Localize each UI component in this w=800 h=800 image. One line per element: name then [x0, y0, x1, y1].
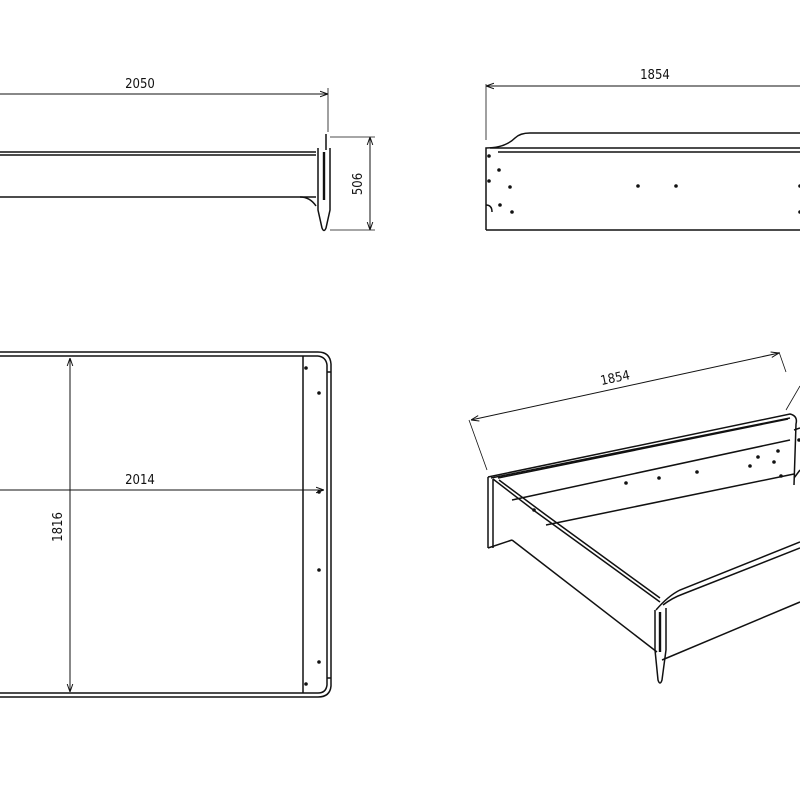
top-length-dimension: 2014 — [0, 473, 324, 490]
side-headboard-leg — [317, 134, 331, 232]
side-length-dimension: 2050 — [0, 77, 329, 132]
side-view: 2050 506 — [0, 77, 375, 232]
top-dowel-holes — [304, 366, 321, 686]
front-view: 1854 — [485, 68, 800, 231]
iso-side-panels — [487, 477, 800, 661]
iso-view: 1854 — [468, 352, 800, 684]
side-rail — [0, 151, 317, 207]
iso-dowel-holes — [532, 438, 800, 512]
front-dowel-holes — [487, 154, 800, 214]
top-frame — [0, 351, 332, 698]
top-view: 2014 1816 — [0, 351, 332, 698]
top-width-dimension: 1816 — [51, 358, 70, 692]
iso-width-dimension: 1854 — [468, 352, 800, 471]
iso-head-panel — [487, 413, 800, 526]
top-length-label: 2014 — [125, 473, 155, 488]
side-length-label: 2050 — [125, 77, 155, 92]
front-width-dimension: 1854 — [485, 68, 800, 140]
iso-leg — [654, 608, 667, 684]
front-width-label: 1854 — [640, 68, 670, 83]
side-height-dimension: 506 — [330, 136, 375, 231]
front-panel — [485, 132, 800, 231]
side-height-label: 506 — [351, 173, 366, 195]
iso-width-label: 1854 — [599, 368, 631, 389]
top-width-label: 1816 — [51, 512, 66, 542]
